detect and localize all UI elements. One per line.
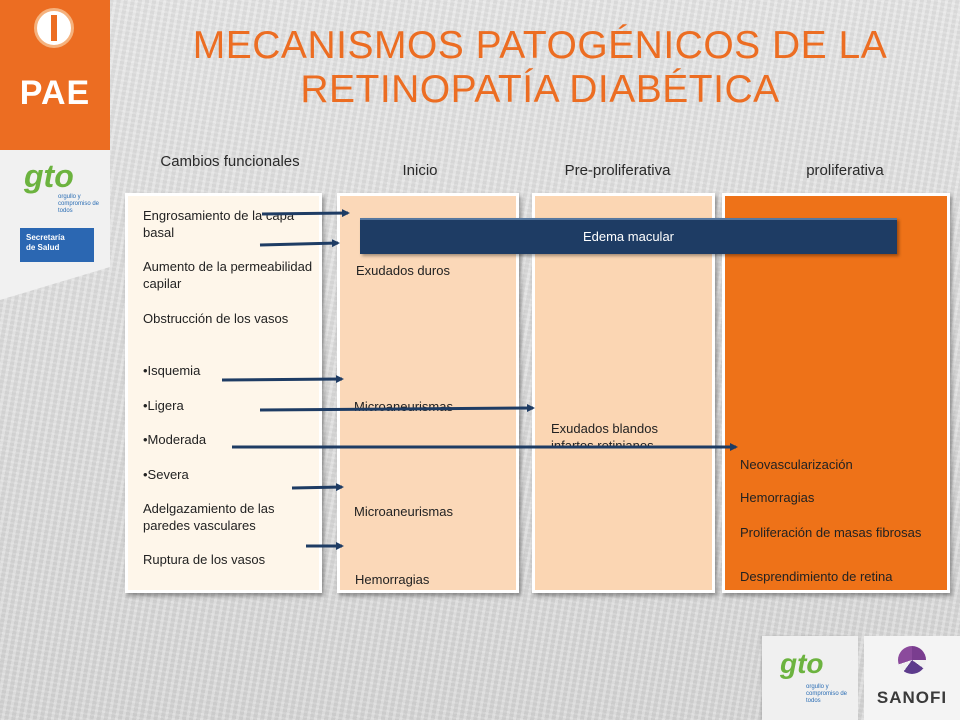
item-moderada: •Moderada [143, 432, 207, 447]
item-proliferacion-masas: Proliferación de masas fibrosas [740, 525, 922, 540]
page-title: MECANISMOS PATOGÉNICOS DE LA RETINOPATÍA… [192, 24, 888, 111]
sanofi-wordmark: SANOFI [876, 688, 948, 707]
sanofi-bird-icon [898, 646, 926, 674]
gto-logo-bottom: gto orgullo y compromiso de todos [762, 636, 858, 720]
gto-wordmark-bottom: gto [780, 648, 824, 679]
logo-band: PAE gto orgullo y compromiso de todos Se… [0, 0, 110, 300]
item-ruptura: Ruptura de los vasos [143, 552, 266, 567]
header-proliferativa: proliferativa [806, 162, 884, 179]
item-engrosamiento: Engrosamiento de la capa basal [143, 208, 295, 240]
header-inicio: Inicio [402, 162, 438, 179]
item-hemorragias-proliferativa: Hemorragias [740, 490, 815, 505]
item-adelgazamiento: Adelgazamiento de las paredes vasculares [143, 501, 275, 533]
header-pre-proliferativa: Pre-proliferativa [564, 162, 671, 179]
column-pre-proliferativa [532, 193, 715, 593]
item-microaneurismas-1: Microaneurismas [354, 399, 453, 411]
medical-seal-icon [34, 8, 74, 48]
gto-tagline-bottom: orgullo y compromiso de todos [806, 684, 848, 704]
salud-line-2: de Salud [26, 243, 60, 252]
item-severa: •Severa [143, 467, 189, 482]
item-isquemia: •Isquemia [143, 363, 201, 378]
item-aumento-permeabilidad: Aumento de la permeabilidad capilar [143, 259, 313, 291]
item-hemorragias-inicio: Hemorragias [355, 572, 430, 587]
column-inicio [337, 193, 519, 593]
secretaria-salud-logo: Secretaría de Salud [20, 228, 94, 262]
item-exudados-duros: Exudados duros [356, 263, 450, 278]
gto-logo: gto [24, 158, 74, 194]
item-desprendimiento-retina: Desprendimiento de retina [740, 569, 893, 584]
column-proliferativa [722, 193, 950, 593]
edema-macular-bar: Edema macular [360, 218, 897, 254]
item-exudados-blandos: Exudados blandos infartos retinianos [551, 421, 658, 448]
sanofi-logo: SANOFI [864, 636, 960, 720]
pae-logo: PAE [0, 0, 110, 150]
salud-line-1: Secretaría [26, 233, 65, 242]
item-neovascularizacion: Neovascularización [740, 457, 853, 472]
item-ligera: •Ligera [143, 398, 184, 413]
gto-tagline: orgullo y compromiso de todos [58, 194, 100, 214]
item-microaneurismas-2: Microaneurismas [354, 504, 453, 519]
column-cambios-funcionales [125, 193, 322, 593]
pae-wordmark: PAE [19, 74, 91, 112]
header-cambios-funcionales: Cambios funcionales [160, 153, 300, 170]
item-obstruccion: Obstrucción de los vasos [143, 311, 289, 326]
